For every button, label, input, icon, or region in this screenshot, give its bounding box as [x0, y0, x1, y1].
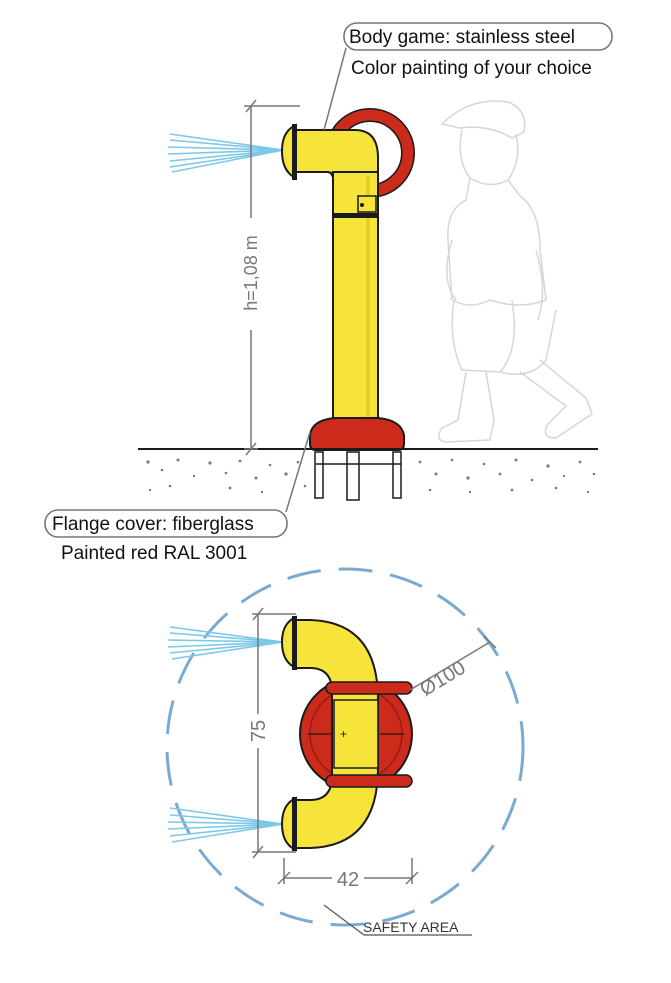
water-jet-side	[167, 133, 284, 173]
height-label: h=1,08 m	[241, 235, 261, 311]
elbow	[295, 129, 379, 179]
safety-area-label: SAFETY AREA	[363, 919, 459, 935]
length-label: 75	[248, 720, 270, 742]
svg-text:+: +	[340, 727, 347, 741]
body-callout-leader	[323, 47, 347, 131]
safety-leader	[323, 904, 365, 936]
body-callout-box	[343, 22, 613, 51]
flange-callout-title: Flange cover: fiberglass	[52, 514, 254, 535]
handle-bar-bottom	[325, 774, 413, 788]
diameter-dimension	[409, 635, 497, 691]
child-figure	[438, 100, 593, 443]
body-callout-title: Body game: stainless steel	[349, 27, 575, 48]
ground-anchor	[314, 451, 402, 501]
water-jet-plan-top	[167, 626, 284, 660]
flange-callout-box	[44, 509, 288, 538]
flange-base	[309, 417, 405, 451]
width-label: 42	[337, 869, 359, 891]
safety-area-circle	[165, 567, 525, 927]
flange-callout-leader	[285, 431, 311, 513]
soil-texture	[146, 458, 596, 494]
body-callout-subtitle: Color painting of your choice	[351, 58, 592, 79]
flange-callout-subtitle: Painted red RAL 3001	[61, 543, 247, 564]
water-jet-plan-bottom	[167, 807, 284, 843]
diameter-label: Ø100	[416, 657, 469, 701]
handle-bar-top	[325, 681, 413, 695]
